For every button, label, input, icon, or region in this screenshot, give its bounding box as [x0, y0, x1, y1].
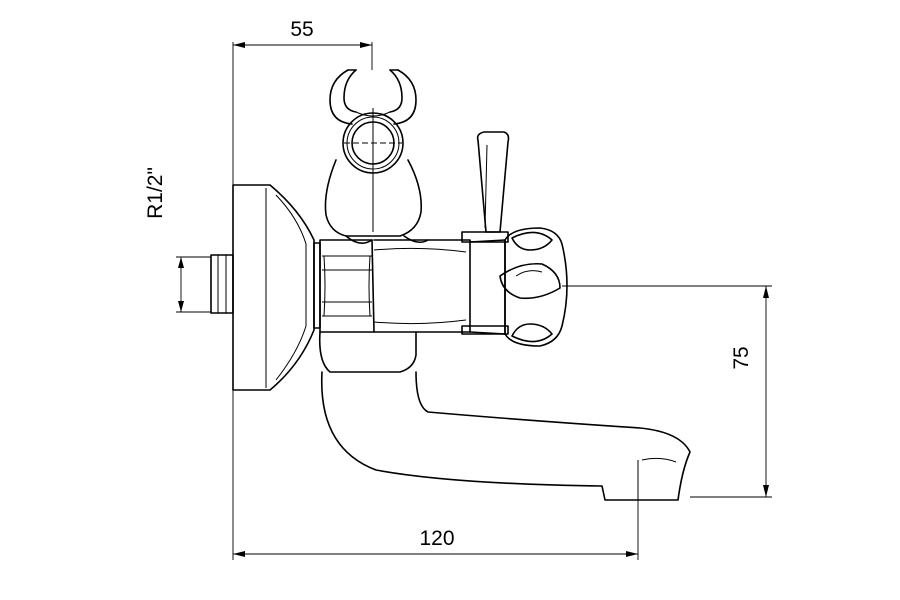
dimension-thread-label: R1/2"	[144, 167, 167, 219]
tap-knob	[499, 227, 568, 347]
shower-hook	[329, 69, 417, 125]
wall-flange	[232, 184, 315, 391]
spout	[320, 371, 691, 501]
inlet-nipple	[210, 254, 234, 314]
mixer-body	[318, 239, 471, 373]
dimension-120-label: 120	[419, 527, 454, 550]
diverter-lever	[476, 131, 510, 233]
diverter-housing	[324, 108, 429, 244]
dimension-55: 55	[232, 18, 373, 185]
dimension-55-label: 55	[290, 18, 313, 41]
coupling-nut	[313, 239, 375, 333]
dimension-75: 75	[562, 285, 772, 498]
dimension-120: 120	[232, 390, 639, 560]
dimension-75-label: 75	[730, 346, 753, 369]
dimension-thread: R1/2"	[144, 167, 211, 313]
